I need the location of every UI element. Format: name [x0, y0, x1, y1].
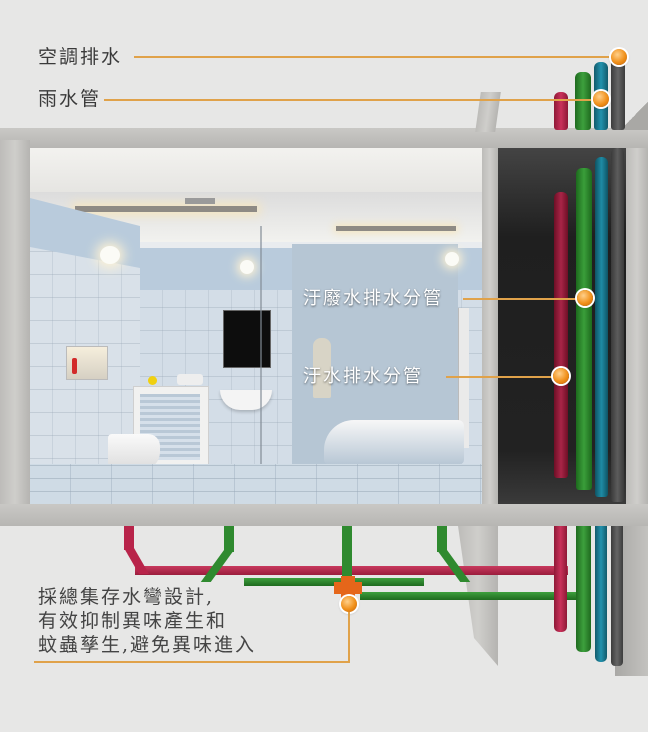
trap-note-line-2: 有效抑制異味產生和	[38, 610, 228, 632]
pipe-green-shaft	[576, 168, 592, 490]
trap-note: 採總集存水彎設計, 有效抑制異味產生和 蚊蟲孳生,避免異味進入	[38, 585, 256, 657]
dot-trap	[341, 596, 357, 612]
leader-trap-vertical	[348, 612, 350, 662]
leader-sewage-branch	[446, 376, 560, 378]
rubber-duck	[148, 376, 157, 385]
niche-bottle	[72, 358, 77, 374]
top-slab	[0, 128, 648, 148]
pipe-green-lower	[576, 526, 591, 652]
pipe-gray-top	[611, 56, 625, 130]
trap-note-line-1: 採總集存水彎設計,	[38, 586, 215, 608]
pipe-red-top	[554, 92, 568, 130]
wall-lamp-center	[240, 260, 254, 274]
wall-lamp-right	[445, 252, 459, 266]
label-ac-drain: 空調排水	[38, 46, 123, 68]
label-waste-water-branch: 汙廢水排水分管	[303, 288, 443, 309]
label-sewage-branch: 汙水排水分管	[303, 366, 423, 387]
right-wall	[626, 148, 648, 504]
pipe-gray-lower	[611, 526, 623, 666]
leader-waste-water-branch	[463, 298, 583, 300]
pipe-teal-shaft	[595, 157, 608, 497]
bathroom-room	[30, 148, 482, 504]
mirror	[223, 310, 271, 368]
floor-lines	[30, 464, 482, 504]
pipe-red-diagonal	[124, 548, 150, 574]
ceiling-bulkhead	[30, 148, 482, 193]
wall-lamp-left	[100, 246, 120, 264]
towel	[313, 338, 331, 398]
trap-note-line-3: 蚊蟲孳生,避免異味進入	[38, 634, 257, 656]
leader-trap-horizontal	[34, 661, 350, 663]
pipe-red-shaft	[554, 192, 568, 478]
leader-ac-drain	[134, 56, 614, 58]
pipe-green-horizontal-lower	[360, 592, 580, 600]
sink	[220, 390, 272, 410]
label-rain-pipe: 雨水管	[38, 88, 102, 110]
dot-waste-water-branch	[577, 290, 593, 306]
dot-sewage-branch	[553, 368, 569, 384]
pipe-green-drop-1	[224, 526, 234, 552]
bathtub	[324, 420, 464, 464]
ceiling-vent	[185, 198, 215, 204]
dot-rain-pipe	[593, 91, 609, 107]
towels-on-cabinet	[177, 374, 203, 385]
floor-slab	[0, 504, 648, 526]
pipe-gray-shaft	[611, 148, 624, 502]
dot-ac-drain	[611, 49, 627, 65]
ceiling-light-strip	[75, 206, 257, 212]
leader-rain-pipe	[104, 99, 596, 101]
pipe-green-drop-2	[342, 526, 352, 582]
pipe-teal-lower	[595, 526, 607, 662]
pipe-green-drop-3	[437, 526, 447, 552]
pipe-red-drop	[124, 526, 134, 550]
pipe-red-lower	[554, 526, 567, 632]
left-wall	[0, 140, 30, 510]
upper-wall-stub	[475, 92, 501, 132]
shower-column	[458, 308, 469, 448]
ceiling-light-strip-2	[336, 226, 456, 231]
shaft-wall	[482, 148, 498, 504]
glass-partition	[260, 226, 262, 486]
pipe-green-top	[575, 72, 591, 130]
